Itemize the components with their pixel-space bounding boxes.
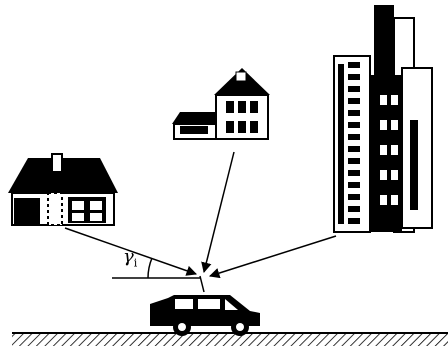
middle-house-icon (172, 68, 270, 140)
angle-gamma-i-label: γi (123, 248, 137, 269)
angle-subscript: i (133, 256, 138, 270)
arrow-from-skyscraper (208, 235, 337, 279)
arrow-from-middle-house (201, 151, 235, 274)
angle-symbol: γ (123, 246, 134, 267)
left-house-icon (8, 153, 118, 226)
ground-hatch (12, 332, 448, 346)
car-icon (150, 275, 260, 336)
signal-arrows (64, 151, 337, 279)
skyscraper-icon (333, 5, 433, 233)
arrow-from-left-house (64, 227, 197, 276)
angle-indicator (112, 257, 200, 279)
